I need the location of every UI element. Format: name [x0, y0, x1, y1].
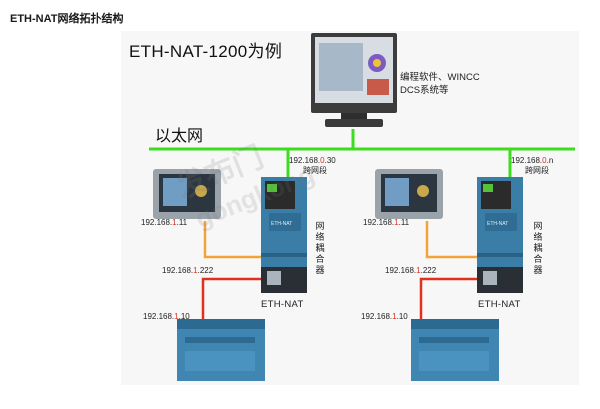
pc-monitor	[311, 33, 397, 127]
left-plc-ip: 192.168.1.10	[143, 312, 190, 321]
ethernet-label: 以太网	[155, 128, 204, 145]
left-plc-wire	[201, 277, 261, 323]
right-coupler-module	[477, 177, 523, 293]
right-module-face-label: ETH-NAT	[487, 221, 508, 227]
pc-label: 编程软件、WINCC DCS系统等	[400, 71, 480, 97]
left-plc	[177, 319, 265, 381]
right-device-name: ETH-NAT	[478, 299, 521, 310]
right-lan-ip: 192.168.1.222	[385, 266, 437, 275]
left-wan-note: 跨网段	[303, 166, 327, 175]
pc-label-line2: DCS系统等	[400, 85, 449, 96]
pc-label-line1: 编程软件、WINCC	[400, 72, 480, 83]
topology-wires: ETH-NAT ETH-NAT	[149, 33, 575, 381]
right-coupler-vertical-label: 网络耦合器	[533, 221, 543, 275]
page-title: ETH-NAT网络拓扑结构	[10, 13, 124, 25]
right-wan-ip: 192.168.0.n	[511, 156, 554, 165]
left-coupler-module	[261, 177, 307, 293]
left-hmi-ip: 192.168.1.11	[141, 218, 188, 227]
left-hmi-wire	[203, 221, 261, 259]
right-plc-wire	[419, 277, 477, 323]
right-plc	[411, 319, 499, 381]
right-hmi-wire	[425, 221, 477, 259]
left-lan-ip: 192.168.1.222	[162, 266, 214, 275]
right-hmi-ip: 192.168.1.11	[363, 218, 410, 227]
topology-panel: ETH-NAT ETH-NAT ETH-NAT-1200为例 以太网 编程软件、…	[121, 31, 579, 385]
right-hmi-panel	[375, 169, 443, 219]
left-device-name: ETH-NAT	[261, 299, 304, 310]
diagram-title: ETH-NAT-1200为例	[129, 42, 283, 61]
left-hmi-panel	[153, 169, 221, 219]
left-wan-ip: 192.168.0.30	[289, 156, 336, 165]
right-plc-ip: 192.168.1.10	[361, 312, 408, 321]
left-coupler-vertical-label: 网络耦合器	[315, 221, 325, 275]
right-wan-note: 跨网段	[525, 166, 549, 175]
left-module-face-label: ETH-NAT	[271, 221, 292, 227]
